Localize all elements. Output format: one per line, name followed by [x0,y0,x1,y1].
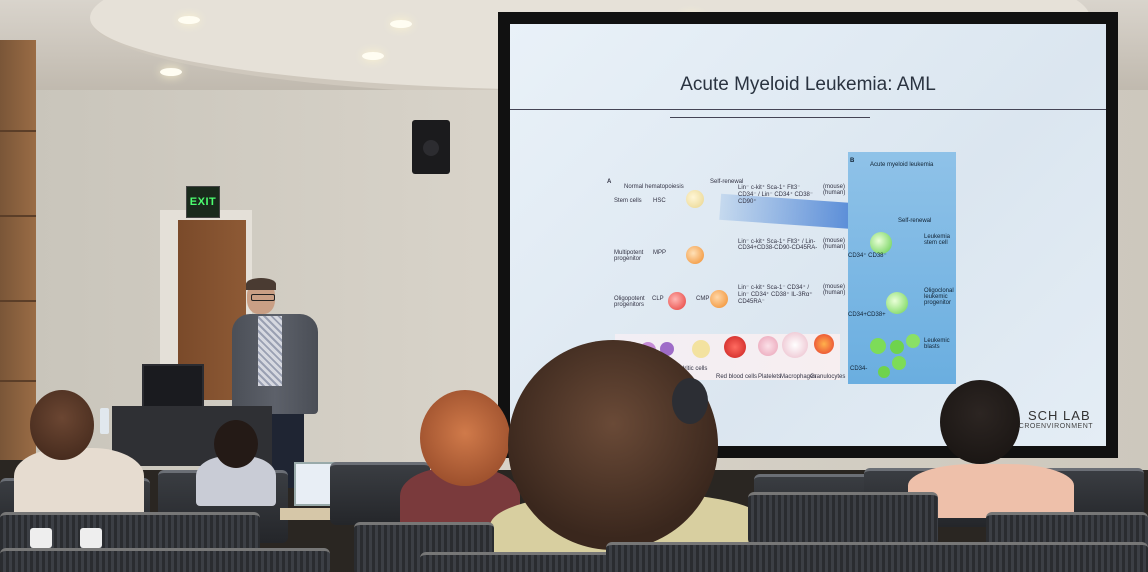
audience-member-body [14,448,144,518]
water-bottle [80,528,102,548]
progenitor-markers: Lin⁻ c-kit⁺ Sca-1⁻ CD34⁺ / Lin⁻ CD34⁺ CD… [738,285,813,305]
ceiling-light [390,20,412,28]
mpp-markers: Lin⁻ c-kit⁺ Sca-1⁺ Flt3⁺ / Lin-CD34+CD38… [738,239,818,251]
output-label: Granulocytes [810,374,846,380]
lsc-marker: CD34⁺ CD38⁻ [848,253,887,259]
clp-label: CLP [652,296,664,302]
presenter-hair [246,278,276,290]
hsc-markers: Lin⁻ c-kit⁺ Sca-1⁺ Flt3⁻ CD34⁻ / Lin⁻ CD… [738,185,814,205]
hsc-label: HSC [653,198,666,204]
hsc-species: (mouse) (human) [823,184,846,196]
output-label: Platelets [758,374,782,380]
panel-b-letter: B [850,158,855,164]
lab-logo-subtitle: MICROENVIRONMENT [1010,423,1094,430]
panel-b-header: Acute myeloid leukemia [870,162,934,168]
platelets [758,336,778,356]
leukemic-blast [906,334,920,348]
row-stage-label: Stem cells [614,198,642,204]
panel-b-self-renewal: Self-renewal [898,218,932,224]
self-renewal-label: Self-renewal [710,179,744,185]
cmp-label: CMP [696,296,710,302]
blast-marker: CD34- [850,366,868,372]
lab-logo: SCH LAB [1028,408,1091,423]
hsc-cell [686,190,704,208]
leukemic-blast [890,340,904,354]
ceiling-light [160,68,182,76]
granulocyte [814,334,834,354]
water-bottle [100,408,109,434]
progenitor-label: Oligoclonal leukemic progenitor [924,288,954,306]
lsc-label: Leukemia stem cell [924,234,951,246]
aml-panel: B Acute myeloid leukemia Self-renewal CD… [848,152,956,384]
leukemic-blast [892,356,906,370]
leukemic-progenitor [886,292,908,314]
wood-panel-wall [0,40,36,460]
row-stage-label: Oligopotent progenitors [614,296,645,308]
audience-member-head [940,380,1020,464]
mpp-cell [686,246,704,264]
leukemia-stem-cell [870,232,892,254]
mpp-label: MPP [653,250,667,256]
ceiling-light [362,52,384,60]
audience-member-head [30,390,94,460]
audience-member-head [508,340,718,550]
leukemic-blast [878,366,890,378]
panel-a-letter: A [607,179,612,185]
output-label: Macrophages [780,374,817,380]
progenitor-marker: CD34+CD38+ [848,312,886,318]
audience-member-head [672,378,708,424]
blast-label: Leukemic blasts [924,338,950,350]
presenter-glasses [251,294,275,301]
panel-a-header: Normal hematopoiesis [624,184,684,190]
output-label: Red blood cells [716,374,758,380]
mpp-species: (mouse) (human) [823,238,846,250]
row-stage-label: Multipotent progenitor [614,250,644,262]
audience-member-head [214,420,258,468]
title-rule [510,109,1106,110]
title-underline [670,117,870,118]
macrophage [782,332,808,358]
front-chair [420,552,620,572]
clp-cell [668,292,686,310]
wall-speaker [412,120,450,174]
front-chair [606,542,1148,572]
red-blood-cells [724,336,746,358]
front-chair [748,492,938,545]
front-chair [0,548,330,572]
podium-monitor [142,364,204,408]
ceiling-light [178,16,200,24]
presenter-shirt [258,316,282,386]
slide-title: Acute Myeloid Leukemia: AML [680,74,936,95]
leukemic-blast [870,338,886,354]
water-bottle [30,528,52,548]
exit-sign: EXIT [186,186,220,218]
progenitor-species: (mouse) (human) [823,284,846,296]
output-label: Dendritic cells [670,366,708,372]
audience-member-head [420,390,510,486]
dendritic-cell [692,340,710,358]
cmp-cell [710,290,728,308]
